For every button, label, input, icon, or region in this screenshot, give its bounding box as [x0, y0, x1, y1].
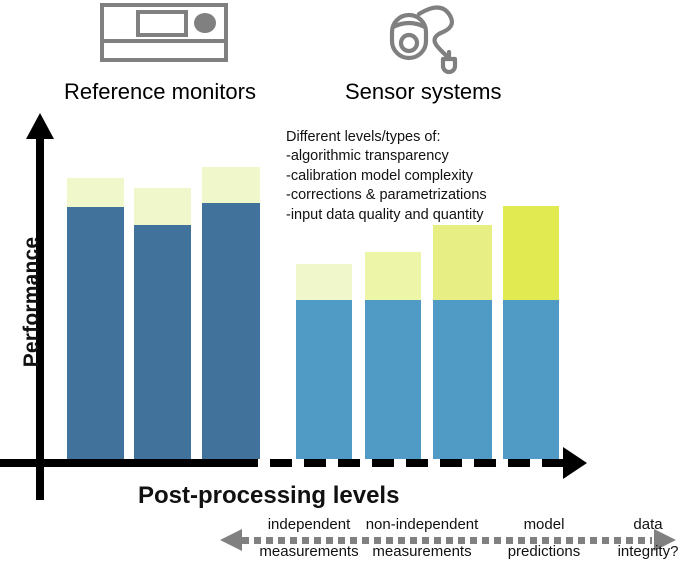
scale-stage-top-label: data [633, 516, 663, 533]
bar-sensor-1 [296, 264, 352, 459]
bar-ref-1 [67, 178, 124, 459]
group-caption-reference: Reference monitors [64, 79, 256, 104]
up-arrow-icon [26, 113, 54, 139]
scale-stage-bottom-label: integrity? [617, 543, 679, 560]
bar-ref-3 [202, 167, 260, 459]
bar-segment-base [433, 300, 492, 459]
bar-segment-top [202, 167, 260, 203]
bar-segment-top [134, 188, 191, 225]
air-quality-monitor-icon [100, 3, 228, 62]
scale-stage-top-label: non-independent [365, 516, 479, 533]
bar-segment-base [67, 207, 124, 459]
bar-segment-top [67, 178, 124, 207]
bar-segment-base [503, 300, 559, 459]
right-arrow-icon [654, 529, 676, 551]
scale-stage-bottom-label: measurements [259, 543, 359, 560]
y-axis-line [36, 130, 44, 500]
annotation-line: -input data quality and quantity [286, 206, 484, 223]
bar-segment-top [296, 264, 352, 300]
bar-segment-base [134, 225, 191, 459]
group-caption-sensor: Sensor systems [345, 79, 502, 104]
scale-stage-top-label: model [523, 516, 565, 533]
bar-segment-top [433, 225, 492, 300]
bar-sensor-2 [365, 252, 421, 459]
annotation-line: Different levels/types of: [286, 129, 441, 145]
x-axis-label: Post-processing levels [138, 482, 400, 509]
annotation-line: -corrections & parametrizations [286, 187, 487, 204]
scale-stage-bottom-label: predictions [507, 543, 581, 560]
bar-segment-top [503, 206, 559, 300]
bar-segment-base [296, 300, 352, 459]
y-axis-label: Performance [20, 236, 43, 368]
bar-segment-base [202, 203, 260, 459]
annotation-text: Different levels/types of: -algorithmic … [286, 128, 487, 225]
bar-segment-base [365, 300, 421, 459]
right-arrow-icon [563, 447, 587, 479]
scale-stage-bottom-label: measurements [372, 543, 472, 560]
left-arrow-icon [220, 529, 242, 551]
x-axis-line-dashed [236, 459, 569, 467]
scale-stage-top-label: independent [267, 516, 351, 533]
sensor-node-icon [388, 2, 470, 76]
annotation-line: -calibration model complexity [286, 167, 473, 184]
bottom-scale: independent measurements non-independent me… [216, 516, 678, 564]
scale-dotted-line [242, 537, 652, 544]
bar-ref-2 [134, 188, 191, 459]
annotation-line: -algorithmic transparency [286, 148, 449, 165]
x-axis-line-solid [0, 459, 236, 467]
bar-sensor-4 [503, 206, 559, 459]
bar-segment-top [365, 252, 421, 300]
bar-sensor-3 [433, 225, 492, 459]
